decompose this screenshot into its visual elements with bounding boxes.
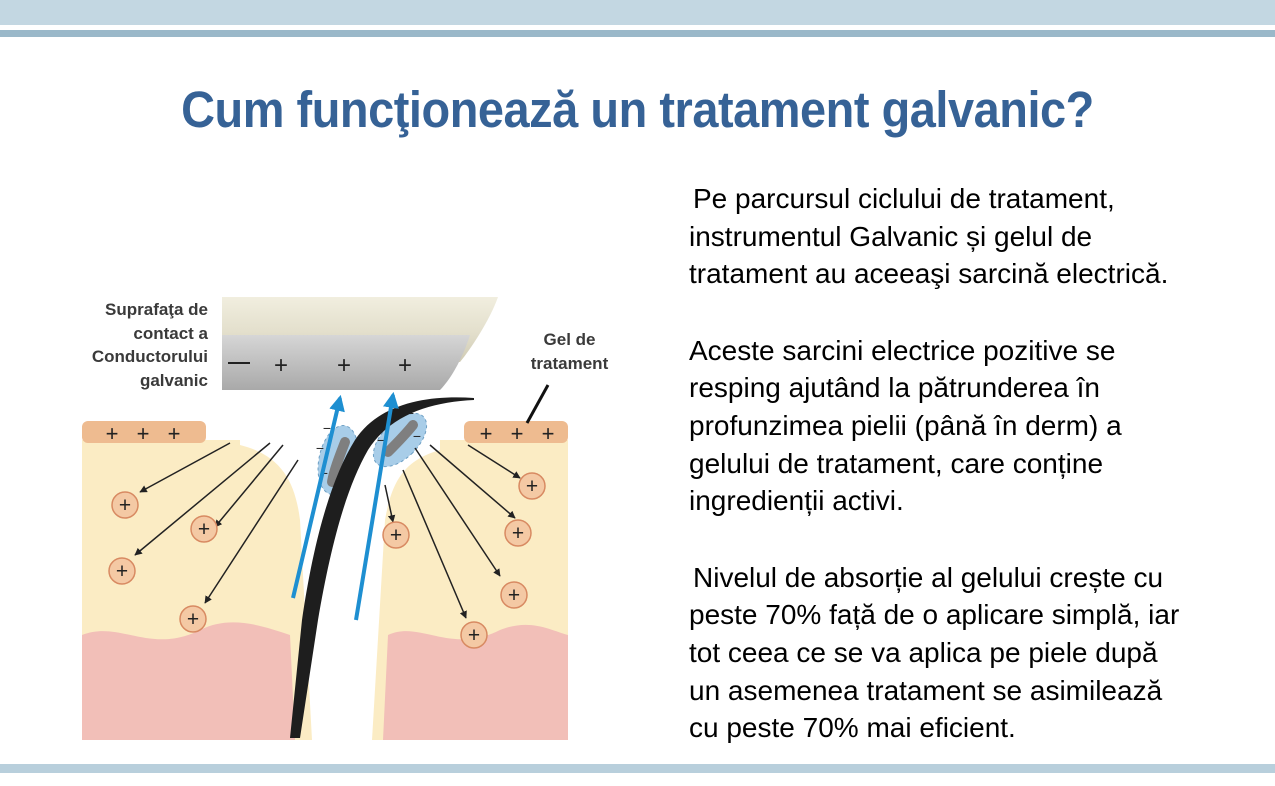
ion-plus: + [468,624,480,647]
ion-circle [518,472,546,500]
pad-plus: + [480,421,493,446]
gel-pad-right [464,421,568,443]
top-band-line [0,30,1275,37]
repulsion-arrow [402,469,467,619]
paragraph-2: Aceste sarcini electrice pozitive se res… [689,334,1122,517]
ion-charges: + + + + + + + + + [116,475,538,647]
ion-plus: + [526,475,538,498]
gel-minus: − [316,440,324,456]
ion-plus: + [187,608,199,631]
ion-circle [460,621,488,649]
pad-plus: + [137,421,150,446]
repulsion-arrow [384,484,396,523]
ion-plus: + [508,584,520,607]
repulsion-arrow [214,444,284,528]
gel-minus: − [413,428,421,444]
ion-circle [179,605,207,633]
ion-plus: + [198,518,210,541]
probe-plus: + [274,352,288,379]
ion-circle [111,491,139,519]
paragraph-1: Pe parcursul ciclului de tratament, inst… [689,183,1169,290]
probe-plus: + [337,352,351,379]
penetration-arrow-left [291,394,345,599]
repulsion-arrow [414,447,501,577]
probe-charges: + + + [274,352,412,379]
skin-cross-section: + + + + + + + + + − − − − − − − [82,297,568,740]
slide-title: Cum funcţionează un tratament galvanic? [181,81,1094,138]
repulsion-arrow [429,444,516,519]
dermis-layer-right [383,624,568,740]
repulsion-arrows [134,442,521,619]
galvanic-diagram: + + + + + + + + + − − − − − − − [0,290,640,750]
ion-circle [504,519,532,547]
paragraph-3: Nivelul de absorție al gelului crește cu… [689,561,1180,744]
gel-core-left [327,437,350,487]
pad-plus: + [542,421,555,446]
ion-circle [108,557,136,585]
gel-label: Gel de tratament [530,330,609,373]
repulsion-arrow [467,444,521,479]
bottom-band [0,764,1275,773]
ion-circle [382,521,410,549]
contact-surface-label: Suprafaţa de contact a Conductorului gal… [91,300,208,390]
ion-plus: + [119,494,131,517]
top-band [0,0,1275,25]
gel-core-right [383,420,418,457]
pad-plus: + [511,421,524,446]
positive-ions [108,472,546,649]
gel-minus: − [323,420,331,436]
gel-pad-left [82,421,206,443]
repulsion-arrow [139,442,231,493]
probe-plus: + [398,352,412,379]
repulsion-arrow [134,442,271,556]
penetration-arrow-right [354,391,399,621]
ion-circle [190,515,218,543]
description-text: Pe parcursul ciclului de tratament, inst… [689,180,1259,786]
pad-plus: + [168,421,181,446]
ion-plus: + [512,522,524,545]
gel-pad-left-charges: + + + + + + [106,421,555,446]
ion-plus: + [116,560,128,583]
hair-shaft [290,397,474,738]
ion-circle [500,581,528,609]
repulsion-arrow [204,459,299,604]
dermis-layer [82,622,295,740]
gel-minus: − [377,432,385,448]
gel-pointer [525,384,550,424]
follicle-opening [240,440,440,740]
pad-plus: + [106,421,119,446]
ion-plus: + [390,524,402,547]
probe-tip [222,335,470,390]
